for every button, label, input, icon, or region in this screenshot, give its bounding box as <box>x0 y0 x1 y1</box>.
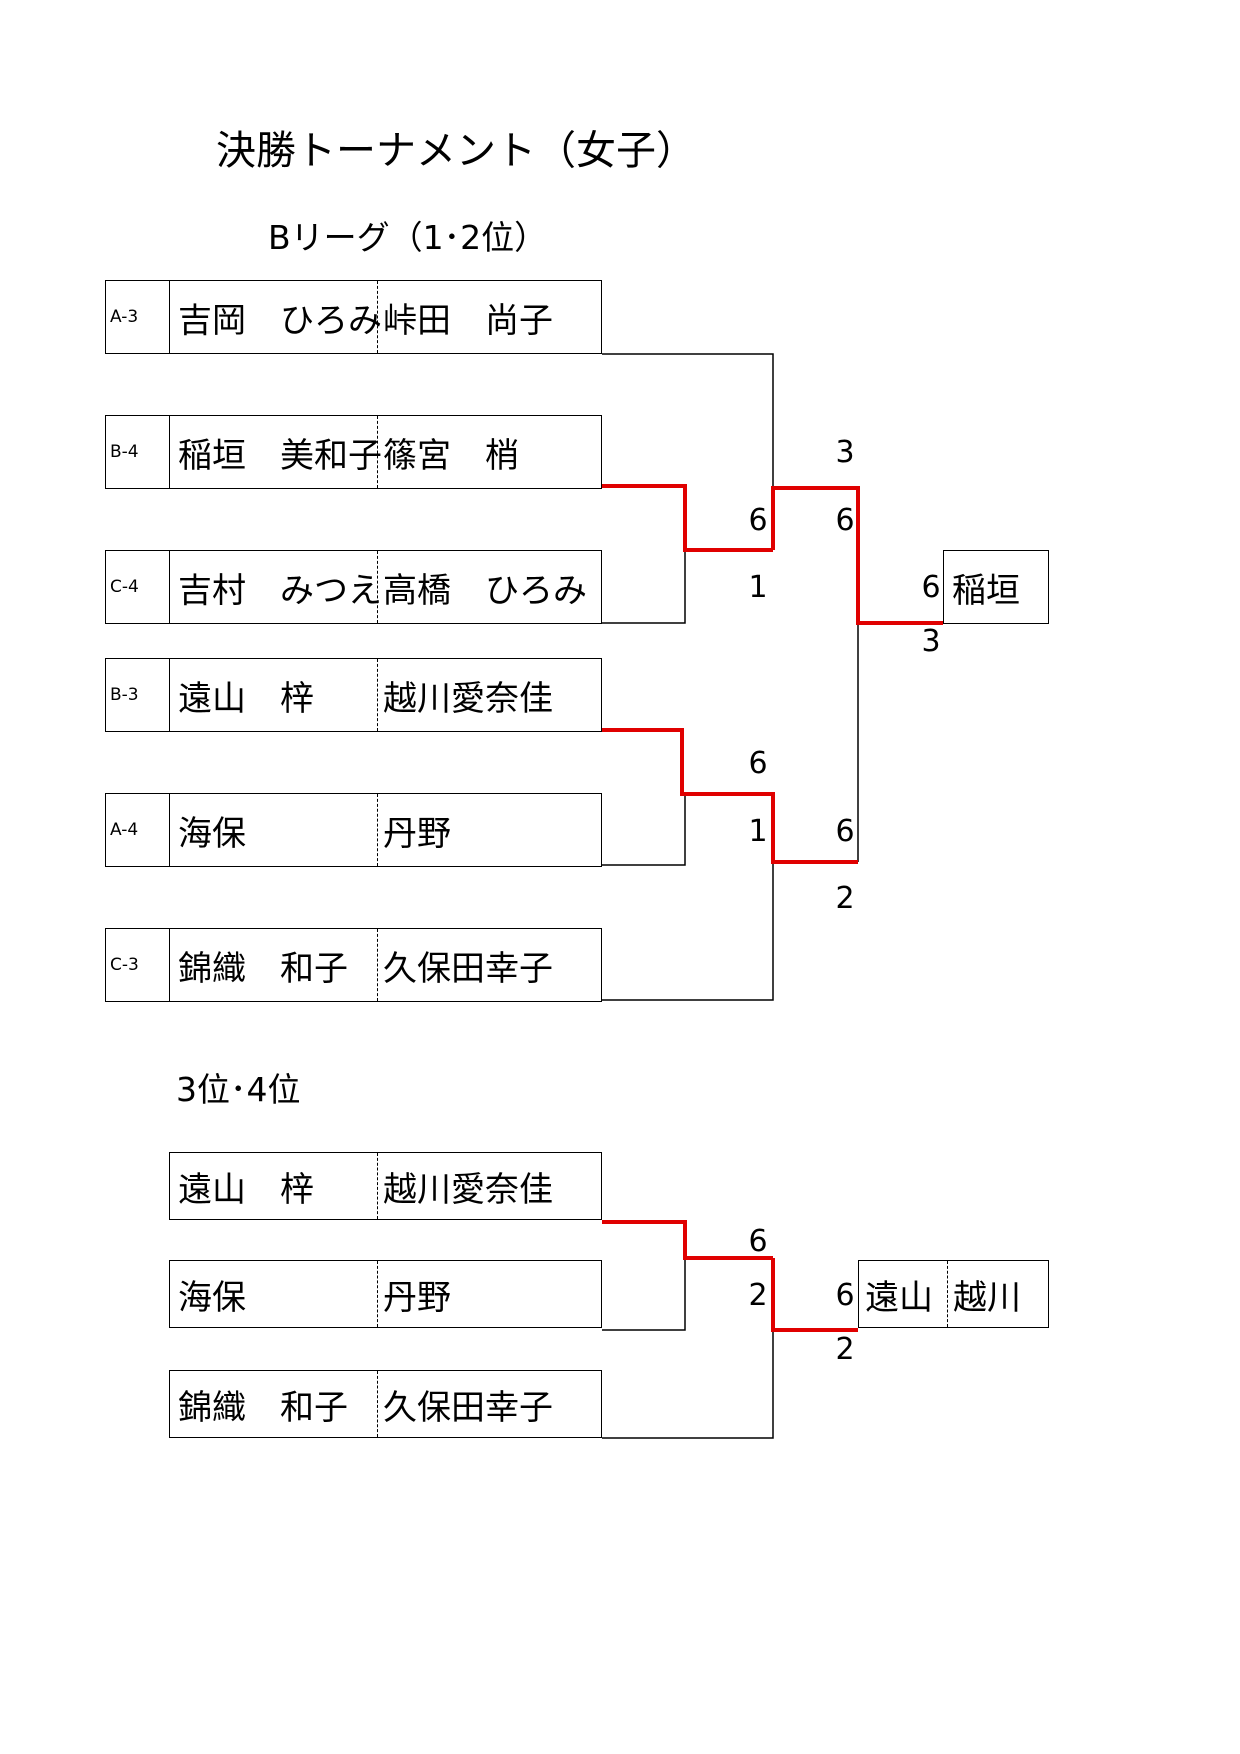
pair-divider <box>377 1153 378 1219</box>
score-label: 2 <box>835 881 855 916</box>
player-name: 丹野 <box>383 1277 451 1318</box>
score-label: 6 <box>748 746 768 781</box>
player-name: 久保田幸子 <box>383 948 553 989</box>
score-label: 6 <box>835 814 855 849</box>
entry-row-2: B-4 稲垣 美和子 篠宮 梢 <box>105 415 602 489</box>
seed-label: C-4 <box>106 551 170 623</box>
seed-label: B-3 <box>106 659 170 731</box>
seed-label: A-3 <box>106 281 170 353</box>
score-label: 1 <box>748 814 768 849</box>
page-title: 決勝トーナメント（女子） <box>216 128 696 174</box>
player-name: 越川愛奈佳 <box>383 678 553 719</box>
third-entry-row-3: 錦織 和子 久保田幸子 <box>169 1370 602 1438</box>
pair-divider <box>377 551 378 623</box>
winner-line-1 <box>602 484 773 552</box>
bracket-line-r1b-lower <box>602 792 686 866</box>
score-label: 1 <box>748 570 768 605</box>
player-name: 篠宮 梢 <box>383 435 519 476</box>
pair-divider <box>377 794 378 866</box>
score-label: 6 <box>835 1278 855 1313</box>
third-winner-box: 遠山 越川 <box>858 1260 1049 1328</box>
pair-divider <box>377 416 378 488</box>
score-label: 6 <box>835 503 855 538</box>
score-label: 2 <box>748 1278 768 1313</box>
pair-divider <box>377 281 378 353</box>
pair-divider <box>377 659 378 731</box>
score-label: 6 <box>921 570 941 605</box>
score-label: 6 <box>748 1224 768 1259</box>
player-name: 錦織 和子 <box>178 1387 348 1428</box>
bracket-line-r1a-lower <box>602 550 686 624</box>
seed-label: B-4 <box>106 416 170 488</box>
bracket-line-third-mid <box>602 1258 686 1331</box>
winner-name: 遠山 <box>865 1277 933 1318</box>
player-name: 吉岡 ひろみ <box>178 300 382 341</box>
bracket-line-r1c <box>602 862 774 1001</box>
pair-divider <box>377 929 378 1001</box>
player-name: 錦織 和子 <box>178 948 348 989</box>
entry-row-3: C-4 吉村 みつえ 高橋 ひろみ <box>105 550 602 624</box>
entry-row-6: C-3 錦織 和子 久保田幸子 <box>105 928 602 1002</box>
score-label: 3 <box>835 435 855 470</box>
score-label: 2 <box>835 1332 855 1367</box>
winner-line-third-2 <box>771 1258 858 1332</box>
pair-divider <box>947 1261 948 1327</box>
seed-label: C-3 <box>106 929 170 1001</box>
winner-line-3 <box>602 728 858 864</box>
player-name: 海保 <box>178 1277 246 1318</box>
player-name: 遠山 梓 <box>178 678 314 719</box>
score-label: 3 <box>921 624 941 659</box>
third-subtitle: 3位･4位 <box>176 1070 301 1109</box>
winner-line-third-1 <box>602 1220 773 1260</box>
winner-name: 越川 <box>953 1277 1021 1318</box>
player-name: 高橋 ひろみ <box>383 570 587 611</box>
entry-row-1: A-3 吉岡 ひろみ 峠田 尚子 <box>105 280 602 354</box>
score-label: 6 <box>748 503 768 538</box>
winner-box: 稲垣 <box>943 550 1049 624</box>
bracket-line-r1a <box>602 353 774 550</box>
player-name: 越川愛奈佳 <box>383 1169 553 1210</box>
player-name: 海保 <box>178 813 246 854</box>
entry-row-5: A-4 海保 丹野 <box>105 793 602 867</box>
seed-label: A-4 <box>106 794 170 866</box>
player-name: 稲垣 美和子 <box>178 435 382 476</box>
player-name: 峠田 尚子 <box>383 300 553 341</box>
third-entry-row-2: 海保 丹野 <box>169 1260 602 1328</box>
entry-row-4: B-3 遠山 梓 越川愛奈佳 <box>105 658 602 732</box>
winner-name: 稲垣 <box>952 570 1020 611</box>
bracket-line-third-bottom <box>602 1330 774 1439</box>
third-entry-row-1: 遠山 梓 越川愛奈佳 <box>169 1152 602 1220</box>
player-name: 吉村 みつえ <box>178 570 382 611</box>
player-name: 遠山 梓 <box>178 1169 314 1210</box>
player-name: 久保田幸子 <box>383 1387 553 1428</box>
pair-divider <box>377 1261 378 1327</box>
player-name: 丹野 <box>383 813 451 854</box>
pair-divider <box>377 1371 378 1437</box>
winner-line-2 <box>771 486 943 625</box>
main-subtitle: Bリーグ（1･2位） <box>268 218 548 257</box>
